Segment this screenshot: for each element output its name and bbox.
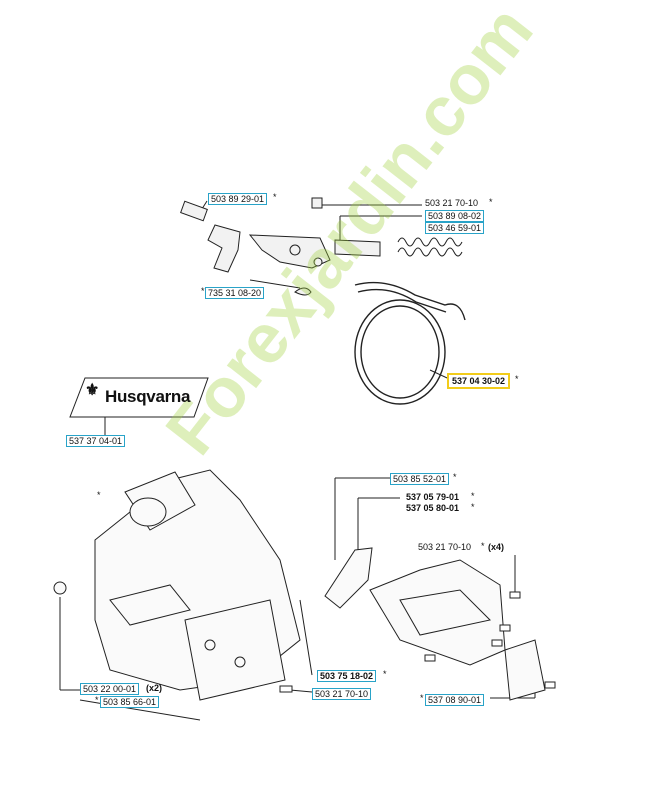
asterisk: * [489, 197, 493, 207]
asterisk: * [471, 502, 475, 512]
screws [279, 591, 556, 693]
spring [397, 237, 463, 257]
part-label-503-22-00-01: 503 22 00-01 [80, 683, 140, 695]
brand-logo: Husqvarna [105, 387, 191, 406]
brake-lever-assembly [180, 197, 381, 273]
part-label-503-46-59-01: 503 46 59-01 [425, 222, 485, 234]
part-label-537-08-90-01: 537 08 90-01 [425, 694, 485, 706]
asterisk: * [201, 286, 205, 296]
clutch-cover [53, 469, 301, 701]
brand-logo-icon: ⚜ [85, 382, 100, 399]
leader-line [289, 689, 313, 693]
part-label-537-05-80-01: 537 05 80-01 [406, 503, 460, 513]
asterisk: * [95, 695, 99, 705]
asterisk: * [420, 693, 424, 703]
part-label-503-85-66-01: 503 85 66-01 [100, 696, 160, 708]
part-label-537-37-04-01: 537 37 04-01 [66, 435, 126, 447]
asterisk: * [481, 541, 485, 551]
part-label-537-04-30-02: 537 04 30-02 [447, 373, 511, 389]
part-label-503-75-18-02: 503 75 18-02 [317, 670, 377, 682]
asterisk: * [273, 192, 277, 202]
part-label-503-85-52-01: 503 85 52-01 [390, 473, 450, 485]
asterisk: * [515, 374, 519, 384]
part-label-537-05-79-01: 537 05 79-01 [406, 492, 460, 502]
asterisk: * [383, 669, 387, 679]
part-label-503-89-08-02: 503 89 08-02 [425, 210, 485, 222]
part-label-503-21-70-10-a: 503 21 70-10 [425, 198, 479, 208]
part-label-735-31-08-20: 735 31 08-20 [205, 287, 265, 299]
asterisk: * [453, 472, 457, 482]
logo-plate [69, 377, 209, 418]
part-label-503-21-70-10-c: 503 21 70-10 [312, 688, 372, 700]
leader-line [299, 599, 313, 676]
pin [294, 287, 312, 296]
quantity-x4: (x4) [488, 542, 505, 552]
leader-line [249, 279, 301, 289]
asterisk: * [97, 490, 101, 500]
part-label-503-89-29-01: 503 89 29-01 [208, 193, 268, 205]
asterisk: * [471, 491, 475, 501]
quantity-x2: (x2) [146, 683, 163, 693]
brake-band [354, 281, 466, 405]
part-label-503-21-70-10-b: 503 21 70-10 [418, 542, 472, 552]
brake-housing [324, 547, 546, 701]
